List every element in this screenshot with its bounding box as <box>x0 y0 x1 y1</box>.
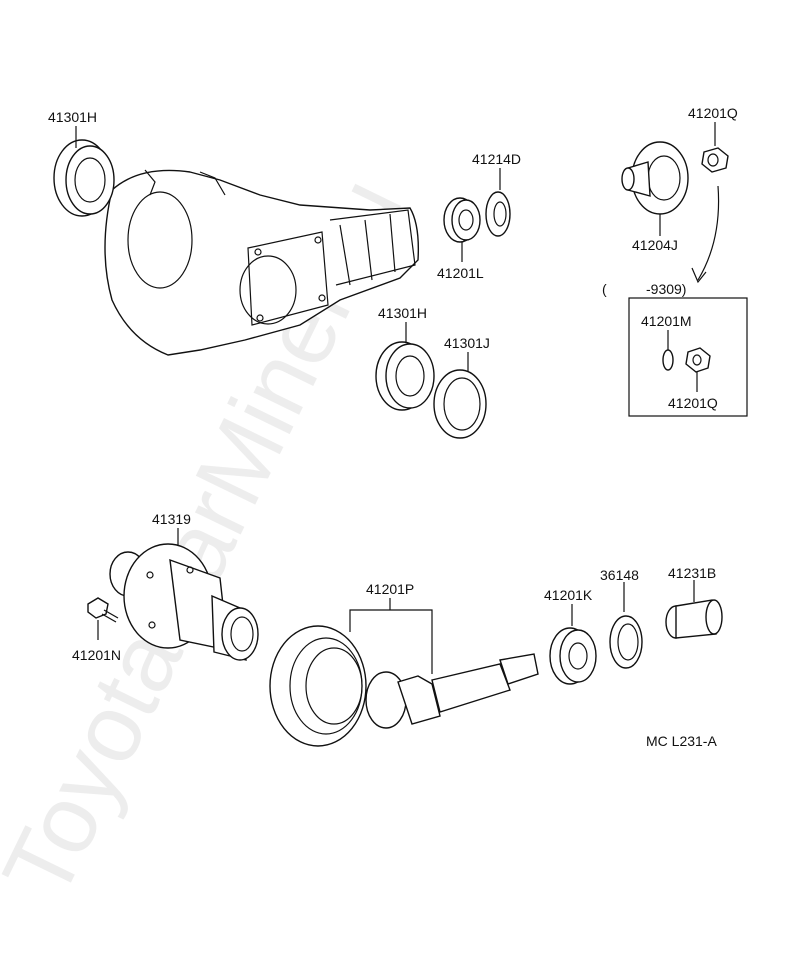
differential-carrier-housing <box>104 169 420 356</box>
label-41201m: 41201M <box>641 313 692 329</box>
arrow-head <box>691 267 707 284</box>
bearing-41201l <box>443 197 481 243</box>
label-41231b: 41231B <box>668 565 716 581</box>
gasket-41301j <box>433 369 487 439</box>
label-41301h-mid: 41301H <box>378 305 427 321</box>
label-41319: 41319 <box>152 511 191 527</box>
label-41201p: 41201P <box>366 581 414 597</box>
washer-36148 <box>609 615 643 669</box>
bracket-41201p <box>349 609 433 674</box>
label-41201l: 41201L <box>437 265 484 281</box>
nut-41201q-inset <box>685 347 711 373</box>
label-41204j: 41204J <box>632 237 678 253</box>
arrow-to-inset <box>697 185 720 281</box>
label-41301j: 41301J <box>444 335 490 351</box>
washer-41214d <box>485 191 511 237</box>
label-41201q-inset: 41201Q <box>668 395 718 411</box>
inset-date-range: -9309) <box>646 281 686 297</box>
companion-flange-41204j <box>621 141 689 215</box>
label-41214d: 41214D <box>472 151 521 167</box>
label-41201q-top: 41201Q <box>688 105 738 121</box>
nut-41201q-top <box>701 147 729 173</box>
bolt-41201n <box>87 597 119 623</box>
oil-seal-41301h-top <box>53 139 115 217</box>
label-41201k: 41201K <box>544 587 593 603</box>
ring-gear-pinion-41201p <box>269 625 539 747</box>
differential-case-41319 <box>109 543 259 661</box>
diagram-code: MC L231-A <box>646 733 717 749</box>
label-36148: 36148 <box>600 567 639 583</box>
spacer-41231b <box>665 599 723 639</box>
oil-seal-41301h-mid <box>375 341 435 411</box>
label-41201n: 41201N <box>72 647 121 663</box>
inset-open-paren: ( <box>602 281 607 297</box>
inset-box <box>628 297 748 417</box>
washer-41201m <box>662 349 674 371</box>
label-41301h-top: 41301H <box>48 109 97 125</box>
bearing-41201k <box>549 627 597 685</box>
